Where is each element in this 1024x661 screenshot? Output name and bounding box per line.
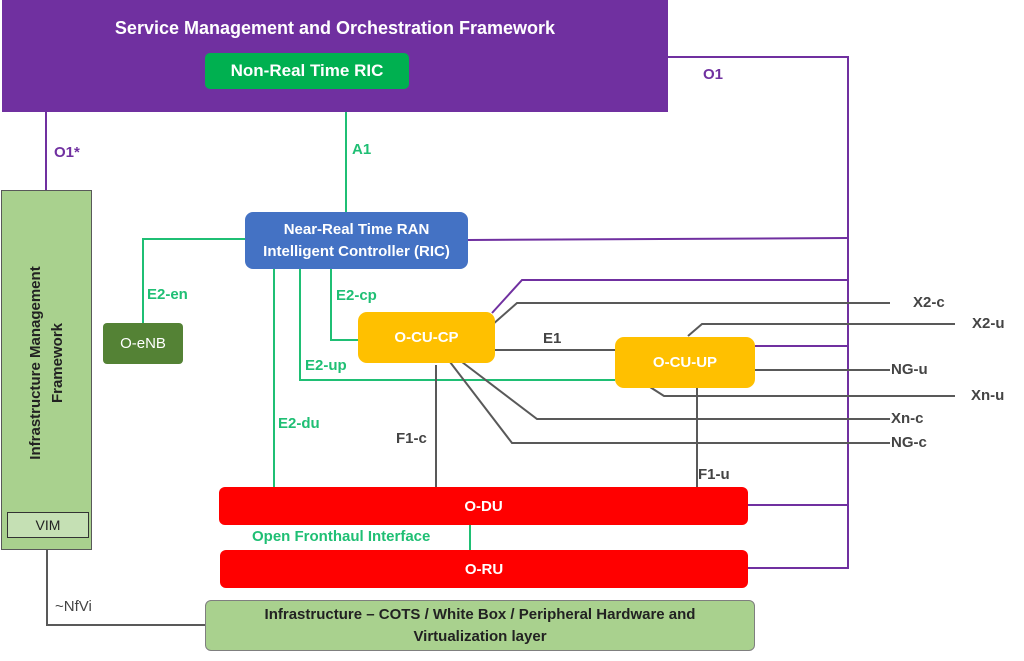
o-cu-cp[interactable]: O-CU-CP (358, 312, 495, 363)
xn-u-label: Xn-u (971, 387, 1005, 404)
infrastructure-layer[interactable]: Infrastructure – COTS / White Box / Peri… (205, 600, 755, 651)
o1-line-smo (668, 56, 849, 569)
ng-u-label: NG-u (891, 361, 928, 378)
f1-c-label: F1-c (396, 430, 427, 447)
o-ru-label: O-RU (464, 560, 504, 578)
o1-line-ocu-cp (491, 279, 848, 314)
non-rt-ric-label: Non-Real Time RIC (230, 61, 384, 80)
o-du-label: O-DU (464, 497, 503, 515)
o-ru[interactable]: O-RU (220, 550, 748, 588)
e2-cp-line (330, 268, 358, 341)
e1-label: E1 (543, 330, 562, 347)
e2-en-label: E2-en (147, 286, 188, 303)
ng-c-line (449, 361, 890, 444)
near-rt-ric-line1: Near-Real Time RAN (283, 220, 430, 238)
x2-u-label: X2-u (972, 315, 1005, 332)
vim-box[interactable]: VIM (7, 512, 89, 538)
o1-star-label: O1* (54, 144, 80, 161)
vim-label: VIM (35, 517, 61, 533)
non-rt-ric[interactable]: Non-Real Time RIC (205, 53, 409, 89)
o-enb[interactable]: O-eNB (103, 323, 183, 364)
x2-c-label: X2-c (913, 294, 945, 311)
o-du[interactable]: O-DU (219, 487, 748, 525)
xn-c-label: Xn-c (891, 410, 924, 427)
o1-label: O1 (703, 66, 724, 83)
nfvi-label: ~NfVi (55, 598, 92, 615)
e2-up-label: E2-up (305, 357, 347, 374)
infra-line2: Virtualization layer (413, 627, 547, 645)
x2-c-line (491, 302, 890, 326)
e2-en-line (142, 238, 245, 323)
open-fronthaul-label: Open Fronthaul Interface (252, 528, 431, 545)
xn-u-line (649, 386, 955, 397)
infra-line1: Infrastructure – COTS / White Box / Peri… (264, 605, 696, 623)
o-cu-up[interactable]: O-CU-UP (615, 337, 755, 388)
e2-up-line (299, 268, 615, 381)
near-rt-ric-line2: Intelligent Controller (RIC) (263, 242, 450, 260)
o-enb-label: O-eNB (120, 335, 166, 352)
o-cu-up-label: O-CU-UP (652, 354, 718, 371)
o1-line-near-rt-ric (467, 237, 849, 241)
e2-cp-label: E2-cp (336, 287, 377, 304)
nfvi-line (46, 550, 205, 626)
f1-u-label: F1-u (698, 466, 730, 483)
a1-label: A1 (352, 141, 372, 158)
ng-c-label: NG-c (891, 434, 927, 451)
e2-du-label: E2-du (278, 415, 320, 432)
near-rt-ric[interactable]: Near-Real Time RAN Intelligent Controlle… (245, 212, 468, 269)
smo-title: Service Management and Orchestration Fra… (114, 18, 556, 38)
o-cu-cp-label: O-CU-CP (394, 329, 459, 346)
x2-u-line (687, 323, 955, 337)
infrastructure-management-framework[interactable]: Infrastructure Management Framework VIM (1, 190, 92, 550)
imf-label: Infrastructure Management Framework (27, 266, 66, 460)
xn-c-line (461, 361, 890, 420)
